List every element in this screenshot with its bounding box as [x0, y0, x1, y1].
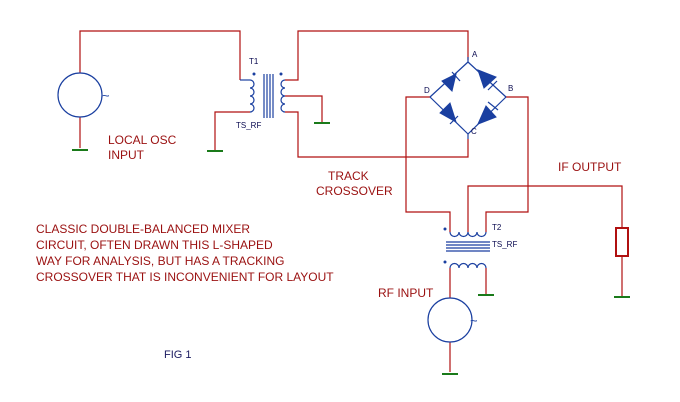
labels: LOCAL OSC INPUT TRACK CROSSOVER IF OUTPU…	[36, 133, 622, 361]
diode-cb-icon	[477, 105, 497, 125]
rf-source-tilde: ~	[470, 313, 478, 328]
wire-ct-to-if	[467, 185, 623, 232]
lo-label-line-2: INPUT	[108, 148, 145, 162]
diode-da-icon	[441, 73, 457, 92]
wire-t1-to-c	[285, 111, 469, 158]
rf-input-label: RF INPUT	[378, 286, 434, 300]
node-a-label: A	[472, 50, 478, 59]
crossover-label-line-2: CROSSOVER	[316, 184, 393, 198]
if-resistor-icon	[615, 227, 629, 257]
wire-t1-ct-gnd	[285, 95, 323, 122]
t2-dot-secondary	[443, 260, 447, 264]
diode-cb-bar	[487, 101, 499, 111]
note-line-2: CIRCUIT, OFTEN DRAWN THIS L-SHAPED	[36, 238, 273, 252]
grounds	[72, 122, 630, 375]
if-resistor	[615, 227, 629, 257]
lo-label-line-1: LOCAL OSC	[108, 133, 177, 147]
note-line-4: CROSSOVER THAT IS INCONVENIENT FOR LAYOU…	[36, 270, 334, 284]
wire-d-to-t2	[405, 96, 451, 232]
t2-primary-coil-icon	[449, 231, 487, 238]
diode-cb	[467, 96, 507, 135]
t1-dot-secondary	[279, 72, 283, 76]
diode-bridge: A B C D	[424, 50, 513, 139]
wires	[79, 30, 623, 372]
transformer-t2: T2 TS_RF	[443, 223, 517, 269]
t1-ref-label: T1	[249, 57, 259, 66]
transformer-t1: T1 TS_RF	[236, 57, 286, 130]
t1-dot-primary	[252, 72, 256, 76]
node-c-label: C	[471, 127, 477, 136]
t1-primary-coil-icon	[249, 79, 255, 113]
wire-t1-to-a	[285, 30, 469, 81]
note-line-1: CLASSIC DOUBLE-BALANCED MIXER	[36, 222, 250, 236]
node-d-label: D	[424, 86, 430, 95]
local-osc-source: ~	[57, 72, 110, 118]
t2-secondary-coil-icon	[449, 262, 487, 269]
diode-dc-bar	[449, 115, 459, 125]
if-output-label: IF OUTPUT	[558, 160, 622, 174]
diode-da	[429, 61, 469, 98]
t2-dot-primary	[443, 227, 447, 231]
t1-part-label: TS_RF	[236, 121, 261, 130]
note-line-3: WAY FOR ANALYSIS, BUT HAS A TRACKING	[36, 254, 285, 268]
t2-part-label: TS_RF	[492, 240, 517, 249]
t2-ref-label: T2	[492, 223, 502, 232]
lo-source-circle-icon	[57, 72, 103, 118]
node-b-label: B	[508, 84, 513, 93]
diode-dc	[429, 96, 469, 135]
diode-ab	[467, 61, 507, 98]
t1-secondary-coil-icon	[280, 79, 286, 113]
diode-ab-icon	[477, 69, 497, 89]
crossover-label-line-1: TRACK	[328, 169, 369, 183]
lo-source-tilde: ~	[102, 88, 110, 103]
diode-dc-icon	[439, 102, 457, 124]
wire-b-to-t2	[485, 96, 529, 232]
wire-t1-primary-gnd	[214, 111, 250, 150]
diode-da-bar	[451, 71, 461, 82]
wire-lo-top	[79, 30, 241, 80]
diode-ab-bar	[487, 80, 498, 91]
figure-label: FIG 1	[164, 349, 192, 361]
rf-source: ~	[427, 297, 478, 343]
rf-source-circle-icon	[427, 297, 473, 343]
